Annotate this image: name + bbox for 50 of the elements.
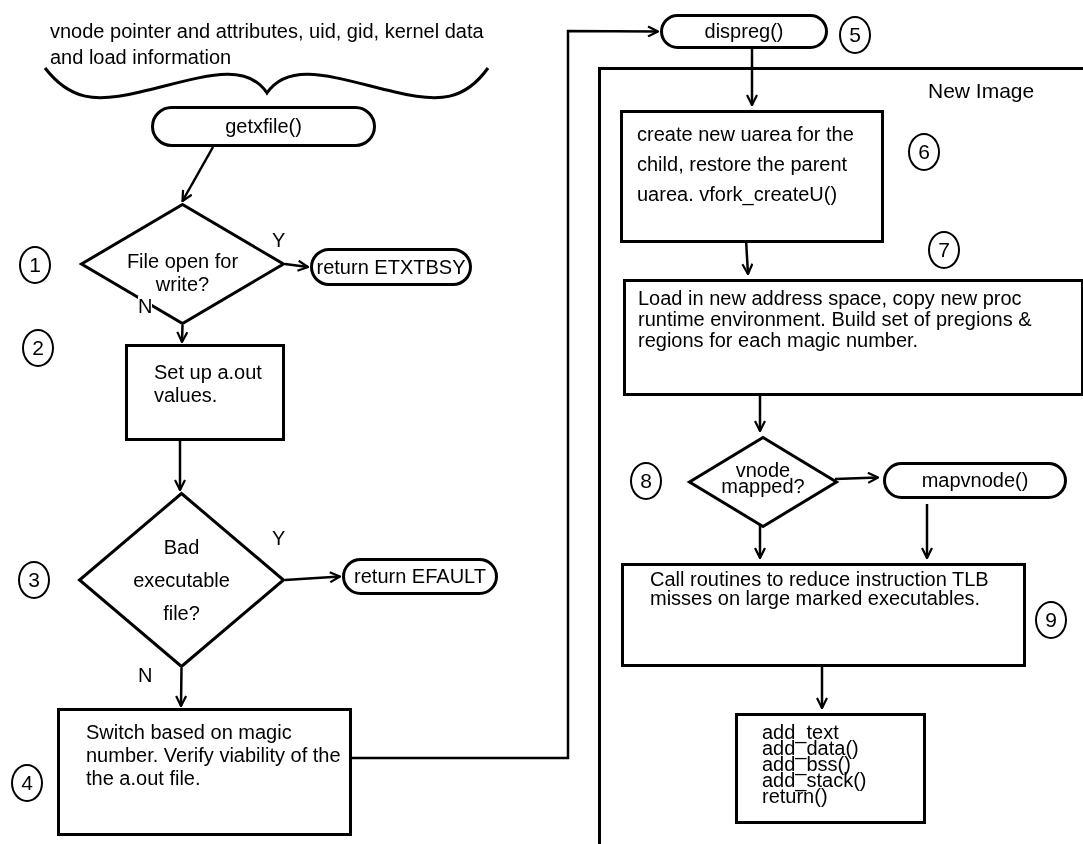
callout-number: 9 bbox=[1035, 601, 1067, 639]
terminal-box bbox=[342, 558, 498, 595]
process-box bbox=[125, 344, 285, 441]
arrow bbox=[352, 25, 660, 760]
arrow bbox=[181, 146, 215, 203]
group-title: New Image bbox=[928, 79, 1035, 103]
terminal-box bbox=[310, 248, 472, 286]
arrow bbox=[753, 525, 767, 560]
node-text: mapvnode() bbox=[921, 469, 1029, 492]
process-box bbox=[621, 563, 1026, 667]
terminal-box bbox=[151, 106, 376, 147]
arrow bbox=[745, 49, 759, 107]
edge-label: N bbox=[138, 665, 153, 685]
group-frame bbox=[598, 67, 1083, 844]
note-text: vnode pointer and attributes, uid, gid, kernel data and load information bbox=[50, 19, 485, 70]
edge-label: Y bbox=[272, 528, 286, 548]
callout-number: 3 bbox=[18, 561, 50, 599]
arrow bbox=[175, 668, 188, 708]
edge-label: Y bbox=[272, 230, 286, 250]
node-text: File open for write? bbox=[125, 250, 240, 296]
node-text: Bad executable file? bbox=[132, 534, 231, 626]
terminal-box bbox=[660, 14, 828, 49]
callout-number: 5 bbox=[839, 16, 871, 54]
callout-number: 4 bbox=[11, 764, 43, 802]
process-box bbox=[57, 708, 352, 836]
node-text: getxfile() bbox=[225, 115, 302, 138]
process-box bbox=[620, 110, 884, 243]
node-text: return ETXTBSY bbox=[316, 255, 466, 279]
arrow bbox=[920, 504, 934, 560]
node-text: return EFAULT bbox=[354, 565, 486, 588]
node-text: create new uarea for the child, restore the parent uarea. vfork_createU() bbox=[637, 122, 855, 208]
terminal-box bbox=[883, 462, 1067, 499]
process-box bbox=[623, 279, 1083, 396]
arrow bbox=[284, 259, 310, 272]
process-box bbox=[735, 713, 926, 824]
callout-number: 7 bbox=[928, 231, 960, 269]
edge-label: N bbox=[138, 296, 153, 316]
node-text: dispreg() bbox=[704, 20, 784, 43]
callout-number: 8 bbox=[630, 462, 662, 500]
node-text: Set up a.out values. bbox=[154, 361, 263, 407]
node-text: Switch based on magic number. Verify viability of the the a.out file. bbox=[86, 721, 342, 790]
arrow bbox=[173, 441, 187, 492]
callout-number: 2 bbox=[22, 329, 54, 367]
arrow bbox=[834, 471, 880, 484]
arrow bbox=[284, 571, 342, 584]
node-text: Call routines to reduce instruction TLB misses on large marked executables. bbox=[650, 570, 990, 608]
arrow bbox=[176, 324, 189, 344]
node-text: Load in new address space, copy new proc runtime environment. Build set of pregions & regions for each magic number. bbox=[638, 288, 1033, 351]
callout-number: 1 bbox=[19, 246, 51, 284]
callout-number: 6 bbox=[908, 133, 940, 171]
